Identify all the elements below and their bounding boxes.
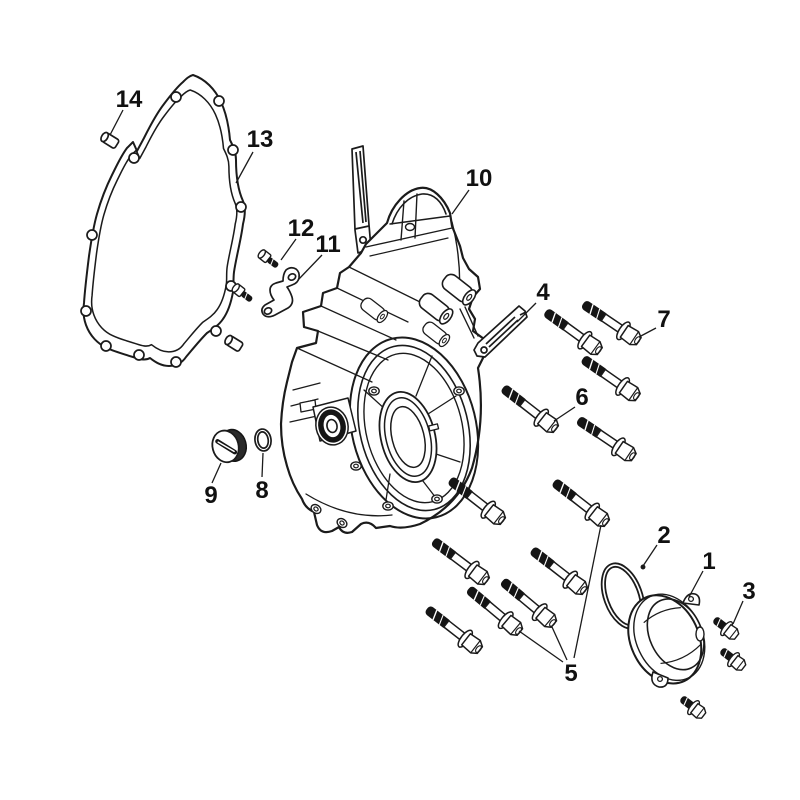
callout-7: 7 <box>638 306 671 338</box>
callout-10: 10 <box>451 165 493 215</box>
callout-label: 7 <box>657 306 670 333</box>
callout-label: 1 <box>702 548 715 575</box>
callout-9: 9 <box>204 462 222 509</box>
callout-12: 12 <box>280 215 315 261</box>
callout-label: 13 <box>247 126 274 153</box>
callout-5: 5 <box>518 524 602 687</box>
callout-13: 13 <box>235 126 274 184</box>
stay-strip-diagonal <box>473 305 528 358</box>
oil-filler-cap <box>211 428 248 464</box>
end-cover <box>627 592 706 688</box>
crankcase-cover <box>279 186 489 534</box>
gasket-bolt-holes <box>80 91 247 368</box>
callout-label: 10 <box>466 165 493 192</box>
callout-6: 6 <box>553 384 589 422</box>
bracket <box>261 266 301 318</box>
callout-label: 8 <box>255 477 268 504</box>
callouts: 14 13 12 11 10 4 7 6 <box>109 86 756 687</box>
callout-label: 9 <box>204 482 217 509</box>
callout-label: 11 <box>315 231 340 258</box>
callout-label: 5 <box>564 660 577 687</box>
callout-2: 2 <box>640 522 671 570</box>
callout-label: 4 <box>536 279 550 306</box>
callout-label: 3 <box>742 578 755 605</box>
dowel-pin-right <box>224 334 244 352</box>
callout-8: 8 <box>255 452 269 504</box>
crankcase-cover-gasket <box>80 74 247 368</box>
callout-14: 14 <box>109 86 143 136</box>
callout-3: 3 <box>732 578 756 625</box>
callout-label: 2 <box>657 522 670 549</box>
callout-11: 11 <box>297 231 341 281</box>
cap-o-ring <box>254 428 272 452</box>
dowel-pin-top <box>100 131 120 149</box>
callout-1: 1 <box>688 548 716 598</box>
callout-label: 12 <box>288 215 315 242</box>
callout-label: 6 <box>575 384 588 411</box>
callout-4: 4 <box>516 279 550 323</box>
callout-label: 14 <box>116 86 143 113</box>
